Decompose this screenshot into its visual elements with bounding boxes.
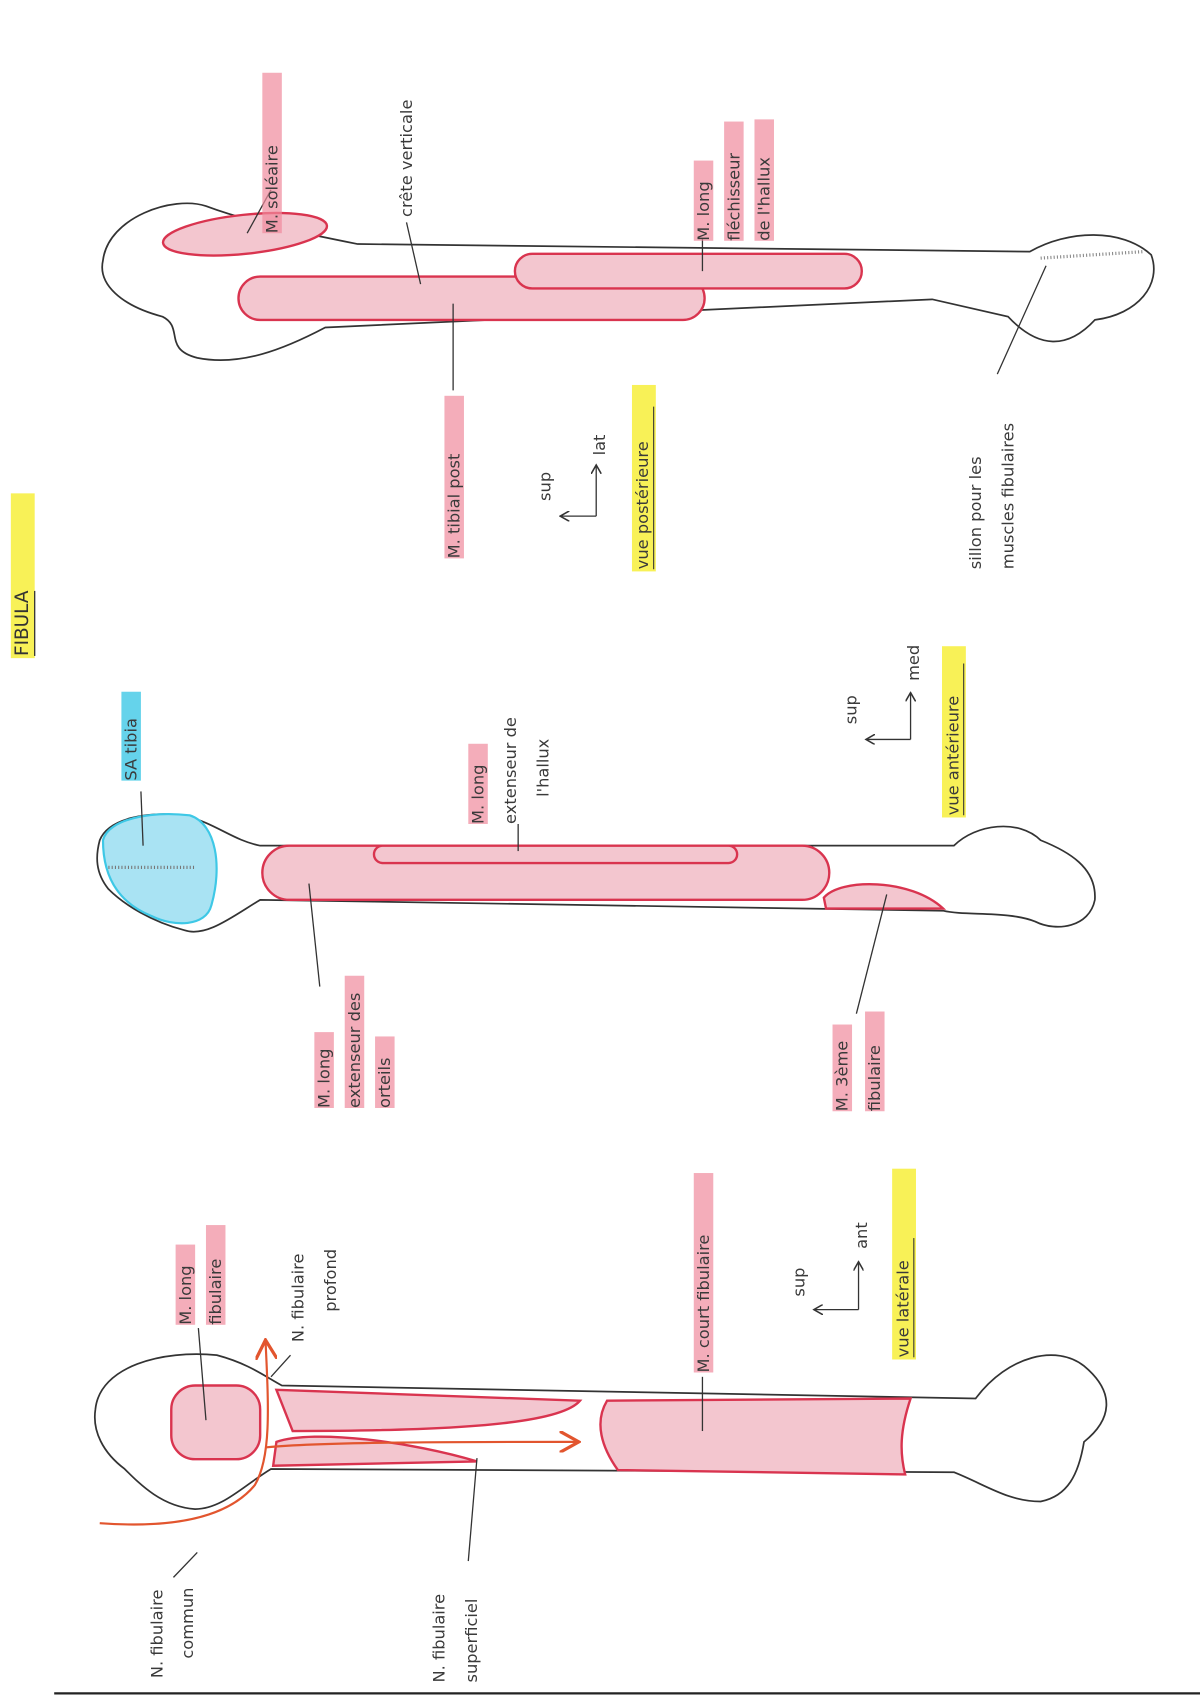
svg-text:profond: profond xyxy=(321,1249,340,1312)
svg-text:vue antérieure: vue antérieure xyxy=(943,696,962,816)
label-tibial-post: M. tibial post xyxy=(445,454,464,559)
svg-text:l'hallux: l'hallux xyxy=(534,738,553,797)
svg-text:sup: sup xyxy=(841,695,860,724)
svg-text:N. fibulaire: N. fibulaire xyxy=(429,1594,448,1683)
svg-text:ant: ant xyxy=(852,1222,871,1249)
svg-text:sup: sup xyxy=(789,1268,808,1297)
svg-text:sup: sup xyxy=(536,472,555,501)
muscle-long-flechisseur xyxy=(513,252,863,290)
svg-text:superficiel: superficiel xyxy=(462,1599,481,1683)
axis-anterior: sup med xyxy=(841,645,923,740)
svg-text:lat: lat xyxy=(590,435,609,456)
svg-text:commun: commun xyxy=(178,1588,197,1659)
label-crete-verticale: crête verticale xyxy=(397,100,416,217)
svg-text:extenseur des: extenseur des xyxy=(345,993,364,1108)
muscle-long-fibulaire-shaft xyxy=(274,1388,583,1433)
svg-text:fibulaire: fibulaire xyxy=(206,1259,225,1325)
nerve-fibulaire-commun xyxy=(99,1342,268,1526)
view-label-lateral: vue latérale xyxy=(892,1168,916,1360)
svg-text:fibulaire: fibulaire xyxy=(865,1045,884,1111)
posterior-view: M. soléaire crête verticale M. long fléc… xyxy=(101,72,1155,572)
muscle-soleaire xyxy=(161,211,329,257)
joint-surface-tibia xyxy=(101,813,218,925)
svg-text:N. fibulaire: N. fibulaire xyxy=(289,1253,308,1342)
anterior-view: SA tibia M. long extenseur de l'hallux M… xyxy=(96,645,1096,1112)
label-sillon-1: sillon pour les xyxy=(966,456,985,569)
svg-text:M. long: M. long xyxy=(468,765,487,824)
svg-text:orteils: orteils xyxy=(375,1057,394,1108)
axis-posterior: sup lat xyxy=(536,435,609,517)
label-flechisseur-3: de l'hallux xyxy=(755,157,774,241)
svg-text:N. fibulaire: N. fibulaire xyxy=(148,1590,167,1679)
nerve-fibulaire-superficiel xyxy=(266,1442,577,1447)
muscle-long-fibulaire xyxy=(170,1384,262,1461)
lateral-view: M. long fibulaire N. fibulaire profond M… xyxy=(93,1168,1108,1683)
muscle-long-ext-hallux xyxy=(372,844,739,865)
label-flechisseur-1: M. long xyxy=(694,181,713,240)
svg-text:M. long: M. long xyxy=(176,1265,195,1324)
label-flechisseur-2: fléchisseur xyxy=(724,153,743,241)
svg-text:M. court fibulaire: M. court fibulaire xyxy=(694,1235,713,1373)
muscle-court-fibulaire xyxy=(599,1397,913,1476)
svg-text:extenseur de: extenseur de xyxy=(501,717,520,824)
svg-text:M. long: M. long xyxy=(315,1049,334,1108)
svg-text:M. 3ème: M. 3ème xyxy=(833,1041,852,1112)
svg-text:med: med xyxy=(904,645,923,681)
axis-lateral: sup ant xyxy=(789,1222,871,1309)
view-label-posterior: vue postérieure xyxy=(631,384,656,572)
label-soleaire: M. soléaire xyxy=(263,145,282,233)
page-title: FIBULA xyxy=(10,493,36,659)
label-sillon-2: muscles fibulaires xyxy=(999,423,1018,569)
svg-text:vue postérieure: vue postérieure xyxy=(633,441,652,569)
svg-text:vue latérale: vue latérale xyxy=(893,1260,912,1357)
muscle-3eme-fibulaire xyxy=(822,883,947,910)
svg-text:FIBULA: FIBULA xyxy=(12,590,33,656)
view-label-anterior: vue antérieure xyxy=(942,646,966,818)
label-sa-tibia: SA tibia xyxy=(122,718,141,781)
